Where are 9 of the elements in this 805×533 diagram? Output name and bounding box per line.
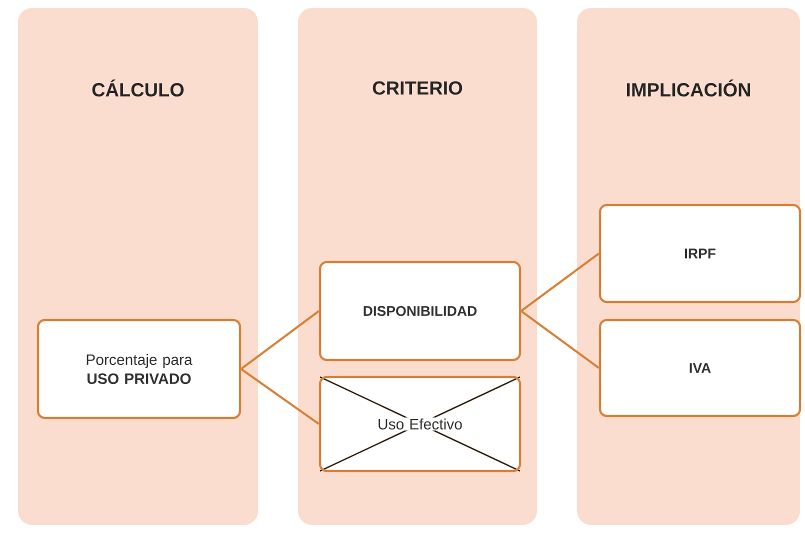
connector-line <box>520 310 600 369</box>
connector-line <box>520 252 600 312</box>
connector-line <box>240 310 320 370</box>
process-box: Porcentaje para USO PRIVADO <box>36 318 242 420</box>
process-box: DISPONIBILIDAD <box>318 260 522 362</box>
process-box: IVA <box>598 318 802 418</box>
process-box: IRPF <box>598 204 802 304</box>
crossed-out-box: Uso Efectivo <box>318 376 522 472</box>
connector-line <box>240 368 320 425</box>
